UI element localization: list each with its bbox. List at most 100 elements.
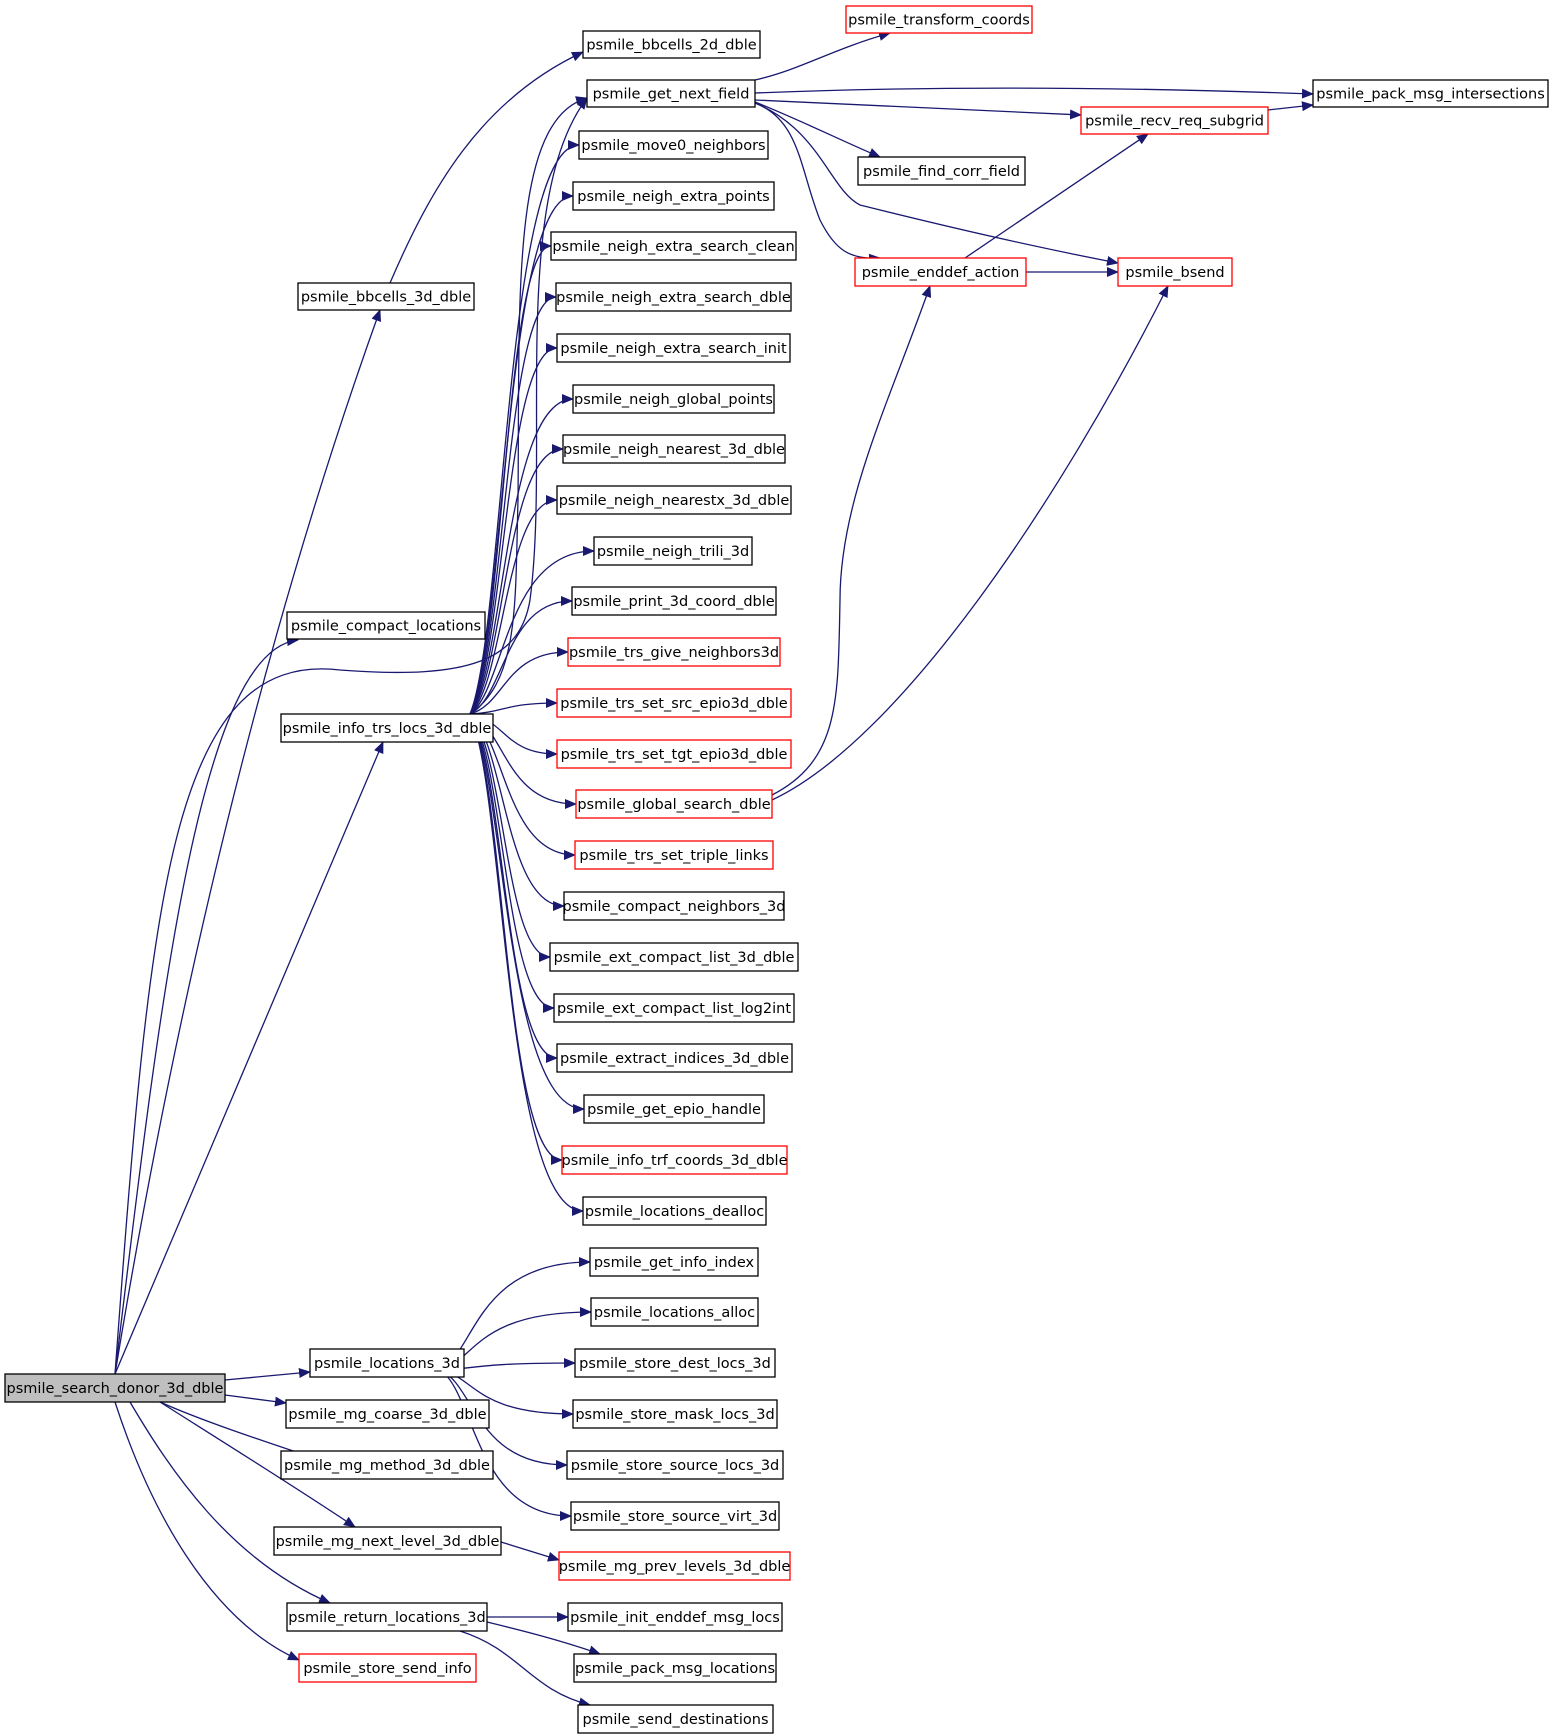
- node-box: [589, 1247, 759, 1277]
- node-label: psmile_neigh_nearest_3d_dble: [563, 442, 785, 458]
- edge-root-to-locations3d: [224, 1368, 311, 1381]
- edge-return_loc-to-pack_loc: [486, 1621, 601, 1656]
- edge-root-to-bbcells3d: [114, 309, 381, 1375]
- edge-bbcells3d-to-bbcells2d: [389, 51, 584, 284]
- node-print3d[interactable]: psmile_print_3d_coord_dble: [571, 586, 777, 616]
- nodes-layer: psmile_search_donor_3d_dble psmile_bbcell…: [4, 5, 1549, 1734]
- node-info_trf[interactable]: psmile_info_trf_coords_3d_dble: [561, 1145, 788, 1175]
- node-mg_prev[interactable]: psmile_mg_prev_levels_3d_dble: [558, 1551, 791, 1581]
- node-box: [556, 485, 792, 515]
- node-get_epio[interactable]: psmile_get_epio_handle: [583, 1094, 765, 1124]
- node-compact_loc[interactable]: psmile_compact_locations: [286, 611, 486, 640]
- node-box: [571, 586, 777, 616]
- node-mg_coarse[interactable]: psmile_mg_coarse_3d_dble: [285, 1399, 490, 1429]
- node-box: [590, 1297, 759, 1327]
- node-store_src_locs[interactable]: psmile_store_source_locs_3d: [566, 1450, 784, 1480]
- node-neigh_trili[interactable]: psmile_neigh_trili_3d: [593, 536, 753, 566]
- node-label: psmile_store_send_info: [303, 1661, 471, 1677]
- node-trs_src[interactable]: psmile_trs_set_src_epio3d_dble: [556, 688, 792, 718]
- node-box: [577, 1704, 774, 1734]
- node-send_dest[interactable]: psmile_send_destinations: [577, 1704, 774, 1734]
- node-compact_nb[interactable]: psmile_compact_neighbors_3d: [563, 891, 786, 921]
- node-bbcells3d[interactable]: psmile_bbcells_3d_dble: [297, 282, 475, 311]
- node-neigh_extra_pts[interactable]: psmile_neigh_extra_points: [572, 181, 775, 211]
- node-label: psmile_neigh_trili_3d: [597, 544, 749, 560]
- node-box: [280, 1450, 494, 1480]
- node-recv_req[interactable]: psmile_recv_req_subgrid: [1080, 106, 1269, 135]
- node-box: [549, 942, 799, 972]
- node-box: [566, 1450, 784, 1480]
- node-label: psmile_locations_alloc: [594, 1305, 755, 1321]
- node-box: [574, 1348, 776, 1378]
- node-move0[interactable]: psmile_move0_neighbors: [578, 130, 769, 160]
- node-box: [286, 611, 486, 640]
- node-box: [1312, 79, 1549, 108]
- edge-getnext-to-enddef: [754, 102, 881, 264]
- node-locations3d[interactable]: psmile_locations_3d: [309, 1348, 465, 1378]
- node-label: psmile_get_epio_handle: [587, 1102, 761, 1118]
- node-box: [556, 333, 791, 363]
- node-bsend[interactable]: psmile_bsend: [1117, 257, 1233, 287]
- node-return_loc[interactable]: psmile_return_locations_3d: [286, 1602, 488, 1632]
- node-box: [273, 1526, 502, 1556]
- node-root[interactable]: psmile_search_donor_3d_dble: [4, 1373, 226, 1403]
- edge-return_loc-to-send_dest: [459, 1630, 591, 1708]
- node-neigh_global[interactable]: psmile_neigh_global_points: [572, 384, 775, 414]
- node-getnext[interactable]: psmile_get_next_field: [586, 79, 756, 108]
- node-init_enddef[interactable]: psmile_init_enddef_msg_locs: [567, 1602, 783, 1632]
- node-label: psmile_pack_msg_intersections: [1316, 87, 1545, 103]
- node-box: [553, 993, 795, 1023]
- node-label: psmile_trs_set_triple_links: [579, 848, 768, 864]
- node-info_trs[interactable]: psmile_info_trs_locs_3d_dble: [280, 713, 494, 743]
- node-label: psmile_neigh_nearestx_3d_dble: [559, 493, 790, 509]
- node-store_dest[interactable]: psmile_store_dest_locs_3d: [574, 1348, 776, 1378]
- node-label: psmile_locations_3d: [314, 1356, 460, 1372]
- node-box: [570, 1501, 780, 1531]
- edge-root-to-getnext: [114, 97, 588, 1375]
- node-loc_dealloc[interactable]: psmile_locations_dealloc: [582, 1196, 767, 1226]
- node-box: [845, 5, 1033, 34]
- node-neigh_nearestx[interactable]: psmile_neigh_nearestx_3d_dble: [556, 485, 792, 515]
- node-label: psmile_info_trf_coords_3d_dble: [561, 1153, 787, 1169]
- node-box: [561, 1145, 788, 1175]
- node-trs_give[interactable]: psmile_trs_give_neighbors3d: [567, 637, 781, 667]
- node-trs_tgt[interactable]: psmile_trs_set_tgt_epio3d_dble: [556, 739, 792, 769]
- node-pack_inter[interactable]: psmile_pack_msg_intersections: [1312, 79, 1549, 108]
- node-ext_log2int[interactable]: psmile_ext_compact_list_log2int: [553, 993, 795, 1023]
- node-mg_method[interactable]: psmile_mg_method_3d_dble: [280, 1450, 494, 1480]
- node-store_mask[interactable]: psmile_store_mask_locs_3d: [572, 1399, 778, 1429]
- node-box: [857, 156, 1026, 186]
- node-box: [586, 79, 756, 108]
- node-store_src_virt[interactable]: psmile_store_source_virt_3d: [570, 1501, 780, 1531]
- node-ext_compact[interactable]: psmile_ext_compact_list_3d_dble: [549, 942, 799, 972]
- node-box: [558, 1551, 791, 1581]
- node-enddef[interactable]: psmile_enddef_action: [854, 257, 1027, 287]
- node-neigh_extra_dble[interactable]: psmile_neigh_extra_search_dble: [555, 282, 792, 312]
- node-bbcells2d[interactable]: psmile_bbcells_2d_dble: [582, 30, 761, 59]
- node-find_corr[interactable]: psmile_find_corr_field: [857, 156, 1026, 186]
- node-trs_triple[interactable]: psmile_trs_set_triple_links: [574, 840, 774, 870]
- node-pack_loc[interactable]: psmile_pack_msg_locations: [573, 1653, 777, 1683]
- node-mg_next[interactable]: psmile_mg_next_level_3d_dble: [273, 1526, 502, 1556]
- node-box: [555, 282, 792, 312]
- node-extract_idx[interactable]: psmile_extract_indices_3d_dble: [556, 1043, 793, 1073]
- node-label: psmile_trs_give_neighbors3d: [569, 645, 779, 661]
- node-box: [574, 840, 774, 870]
- node-transform[interactable]: psmile_transform_coords: [845, 5, 1033, 34]
- node-neigh_extra_init[interactable]: psmile_neigh_extra_search_init: [556, 333, 791, 363]
- node-label: psmile_info_trs_locs_3d_dble: [283, 721, 492, 737]
- node-loc_alloc[interactable]: psmile_locations_alloc: [590, 1297, 759, 1327]
- node-neigh_extra_clean[interactable]: psmile_neigh_extra_search_clean: [550, 231, 797, 261]
- node-label: psmile_bsend: [1125, 265, 1224, 281]
- node-neigh_nearest[interactable]: psmile_neigh_nearest_3d_dble: [562, 434, 786, 464]
- node-label: psmile_transform_coords: [848, 13, 1030, 29]
- node-label: psmile_recv_req_subgrid: [1085, 114, 1264, 130]
- node-global_search[interactable]: psmile_global_search_dble: [575, 789, 773, 819]
- node-box: [563, 891, 785, 921]
- node-store_send[interactable]: psmile_store_send_info: [298, 1653, 477, 1683]
- node-get_info_idx[interactable]: psmile_get_info_index: [589, 1247, 759, 1277]
- edge-getnext-to-pack_inter: [754, 87, 1314, 99]
- node-label: psmile_mg_coarse_3d_dble: [288, 1407, 486, 1423]
- node-box: [573, 1653, 777, 1683]
